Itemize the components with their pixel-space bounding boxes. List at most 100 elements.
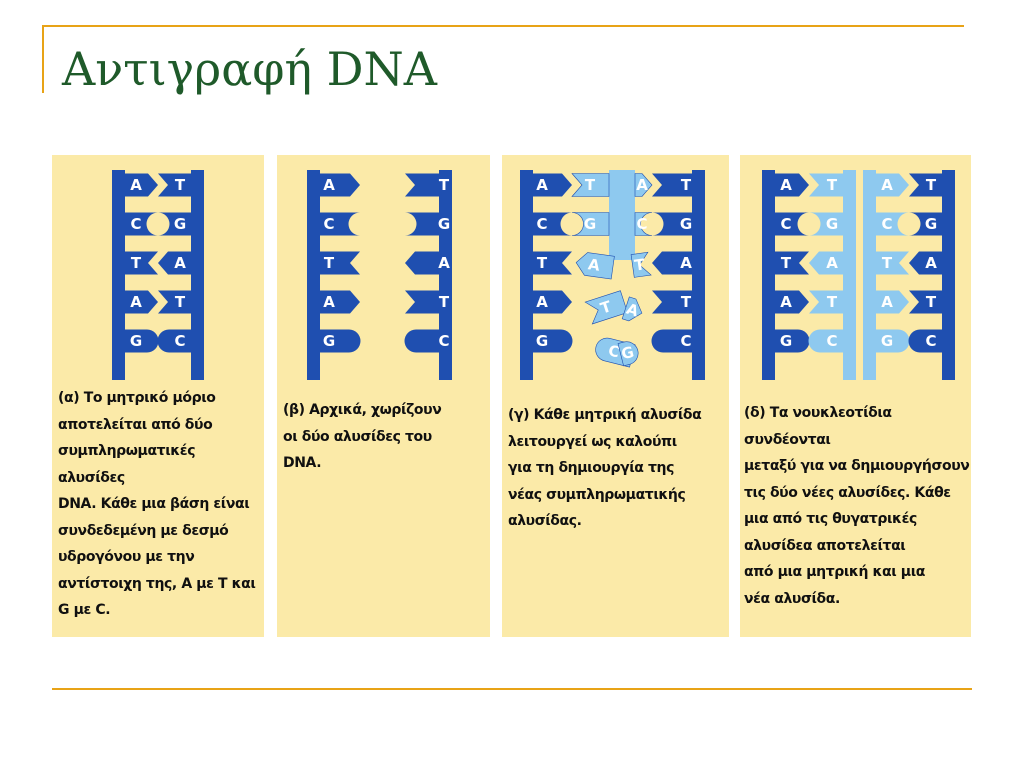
strand-b-base-label: C bbox=[323, 215, 334, 233]
template-left-base bbox=[533, 212, 572, 236]
title-rule-top bbox=[42, 25, 964, 27]
template-left-backbone bbox=[520, 170, 533, 380]
incoming-nucleotide-left: T bbox=[571, 173, 610, 197]
daughter-right-base-label: A bbox=[925, 254, 937, 272]
helix-a-left-backbone bbox=[112, 170, 125, 380]
daughter-left-base-right bbox=[809, 173, 843, 197]
daughter-right-base-left bbox=[876, 329, 910, 353]
bottom-rule bbox=[52, 688, 972, 690]
daughter-right-base-right bbox=[909, 173, 942, 197]
daughter-left-base-right bbox=[809, 212, 843, 236]
strand-b-left-base bbox=[320, 173, 360, 197]
helix-a-base-label: T bbox=[175, 293, 186, 311]
daughter-right-base-label: T bbox=[926, 293, 937, 311]
new-base-label: A bbox=[636, 176, 648, 194]
strand-b-left-base bbox=[320, 290, 360, 314]
daughter-left-base-label: G bbox=[780, 332, 792, 350]
daughter-right-base-left bbox=[876, 251, 909, 275]
helix-a-rung bbox=[125, 200, 191, 209]
strand-b-base-label: T bbox=[439, 293, 450, 311]
helix-a-base-right bbox=[158, 212, 191, 236]
strand-b-base-label: A bbox=[438, 254, 450, 272]
daughter-left-base-right bbox=[809, 290, 843, 314]
template-base-label: A bbox=[536, 176, 548, 194]
new-left-backbone bbox=[609, 170, 622, 260]
helix-a-rung bbox=[125, 239, 191, 248]
daughter-left-base-right bbox=[809, 251, 843, 275]
slide-title: Αντιγραφή DNA bbox=[62, 42, 438, 96]
daughter-left-base-left bbox=[775, 329, 810, 353]
template-left-base bbox=[533, 290, 572, 314]
strand-b-right-base bbox=[405, 173, 439, 197]
daughter-right-base-right bbox=[909, 290, 942, 314]
incoming-nucleotide-right: A bbox=[621, 296, 643, 322]
helix-a-base-label: T bbox=[175, 176, 186, 194]
title-rule-left bbox=[42, 25, 44, 93]
strand-b-left-base bbox=[320, 329, 361, 353]
template-base-label: A bbox=[536, 293, 548, 311]
strand-b-left-backbone bbox=[307, 170, 320, 380]
helix-a-base-label: C bbox=[174, 332, 185, 350]
panel-a-caption: (α) Το μητρικό μόριο αποτελείται από δύο… bbox=[58, 390, 256, 618]
helix-a-base-label: A bbox=[130, 293, 142, 311]
helix-a-base-label: A bbox=[174, 254, 186, 272]
daughter-left-base-label: G bbox=[826, 215, 838, 233]
template-right-base bbox=[652, 173, 692, 197]
daughter-right-base-left bbox=[876, 212, 909, 236]
template-base-label: G bbox=[680, 215, 692, 233]
incoming-nucleotide-left: G bbox=[571, 212, 610, 236]
strand-b-left-base bbox=[320, 251, 360, 275]
helix-a-base-right bbox=[158, 290, 191, 314]
daughter-left-rung bbox=[775, 200, 843, 209]
template-base-label: T bbox=[537, 254, 548, 272]
daughter-left-base-left bbox=[775, 212, 809, 236]
template-base-label: T bbox=[681, 293, 692, 311]
daughter-left-base-label: A bbox=[780, 293, 792, 311]
incoming-nucleotide-right: A bbox=[634, 173, 653, 197]
template-base-label: G bbox=[536, 332, 548, 350]
helix-a-rung bbox=[125, 356, 191, 365]
new-base-label: T bbox=[585, 176, 596, 194]
daughter-left-right-backbone bbox=[843, 170, 856, 380]
template-right-backbone bbox=[692, 170, 705, 380]
daughter-left-base-left bbox=[775, 173, 809, 197]
template-right-base bbox=[651, 329, 692, 353]
strand-b-base-label: T bbox=[439, 176, 450, 194]
new-base-label: C bbox=[606, 341, 621, 361]
daughter-left-rung bbox=[775, 239, 843, 248]
template-left-base bbox=[533, 173, 572, 197]
helix-a-base-label: G bbox=[174, 215, 186, 233]
daughter-right-base-right bbox=[909, 212, 942, 236]
panel-b-caption: (β) Αρχικά, χωρίζουν οι δύο αλυσίδες του… bbox=[283, 402, 442, 471]
helix-a-base-label: C bbox=[130, 215, 141, 233]
daughter-right-rung bbox=[876, 317, 942, 326]
new-base-label: G bbox=[619, 343, 635, 363]
strand-b-base-label: G bbox=[438, 215, 450, 233]
strand-b-right-backbone bbox=[439, 170, 452, 380]
daughter-left-base-label: C bbox=[780, 215, 791, 233]
daughter-right-base-right bbox=[909, 251, 942, 275]
template-base-label: C bbox=[536, 215, 547, 233]
new-base-label: C bbox=[636, 215, 647, 233]
template-right-base bbox=[652, 212, 692, 236]
daughter-left-base-label: A bbox=[826, 254, 838, 272]
helix-a-base-left bbox=[125, 251, 158, 275]
new-base-label: T bbox=[633, 255, 646, 274]
daughter-right-base-label: A bbox=[881, 176, 893, 194]
helix-a-base-right bbox=[158, 251, 191, 275]
daughter-left-rung bbox=[775, 278, 843, 287]
daughter-right-base-left bbox=[876, 290, 909, 314]
helix-a-base-label: A bbox=[130, 176, 142, 194]
helix-a-base-left bbox=[125, 290, 158, 314]
incoming-nucleotide-left: A bbox=[575, 252, 615, 280]
daughter-left-base-label: T bbox=[827, 293, 838, 311]
incoming-nucleotide-left: T bbox=[584, 290, 628, 325]
new-base-label: A bbox=[587, 255, 601, 274]
helix-a-base-label: G bbox=[130, 332, 142, 350]
template-base-label: A bbox=[680, 254, 692, 272]
